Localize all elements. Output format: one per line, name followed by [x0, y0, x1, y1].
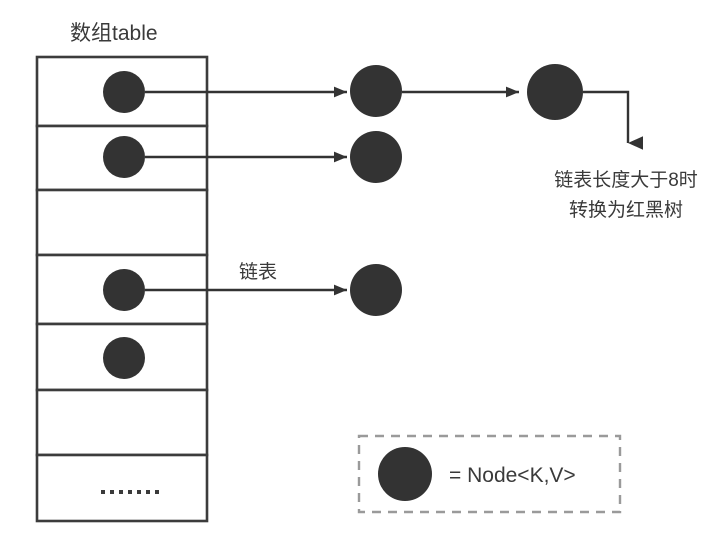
legend: = Node<K,V> — [357, 434, 622, 514]
table-cell-2[interactable] — [35, 188, 209, 257]
linked-list-label: 链表 — [239, 261, 277, 283]
chain-row-3 — [103, 264, 402, 316]
bucket-node-row4[interactable] — [103, 337, 145, 379]
array-table — [35, 55, 209, 523]
ellipsis-dots — [101, 490, 159, 494]
list-node-row0-2[interactable] — [527, 64, 583, 120]
chain-row-0 — [103, 64, 643, 150]
table-cell-6[interactable] — [35, 453, 209, 523]
page-title: 数组table — [70, 22, 158, 45]
treeify-note: 链表长度大于8时 转换为红黑树 — [554, 169, 698, 221]
table-cell-5[interactable] — [35, 388, 209, 457]
treeify-arrow — [583, 90, 643, 150]
legend-label: = Node<K,V> — [449, 464, 576, 487]
list-node-row3-1[interactable] — [350, 264, 402, 316]
list-node-row0-1[interactable] — [350, 65, 402, 117]
legend-box — [357, 434, 622, 514]
bucket-node-row3[interactable] — [103, 269, 145, 311]
chain-row-1 — [103, 131, 402, 183]
list-node-row1-1[interactable] — [350, 131, 402, 183]
bucket-node-row1[interactable] — [103, 136, 145, 178]
treeify-note-line-1: 链表长度大于8时 — [554, 169, 698, 191]
bucket-node-row0[interactable] — [103, 71, 145, 113]
legend-node-icon — [378, 447, 432, 501]
treeify-note-line-2: 转换为红黑树 — [569, 199, 683, 221]
